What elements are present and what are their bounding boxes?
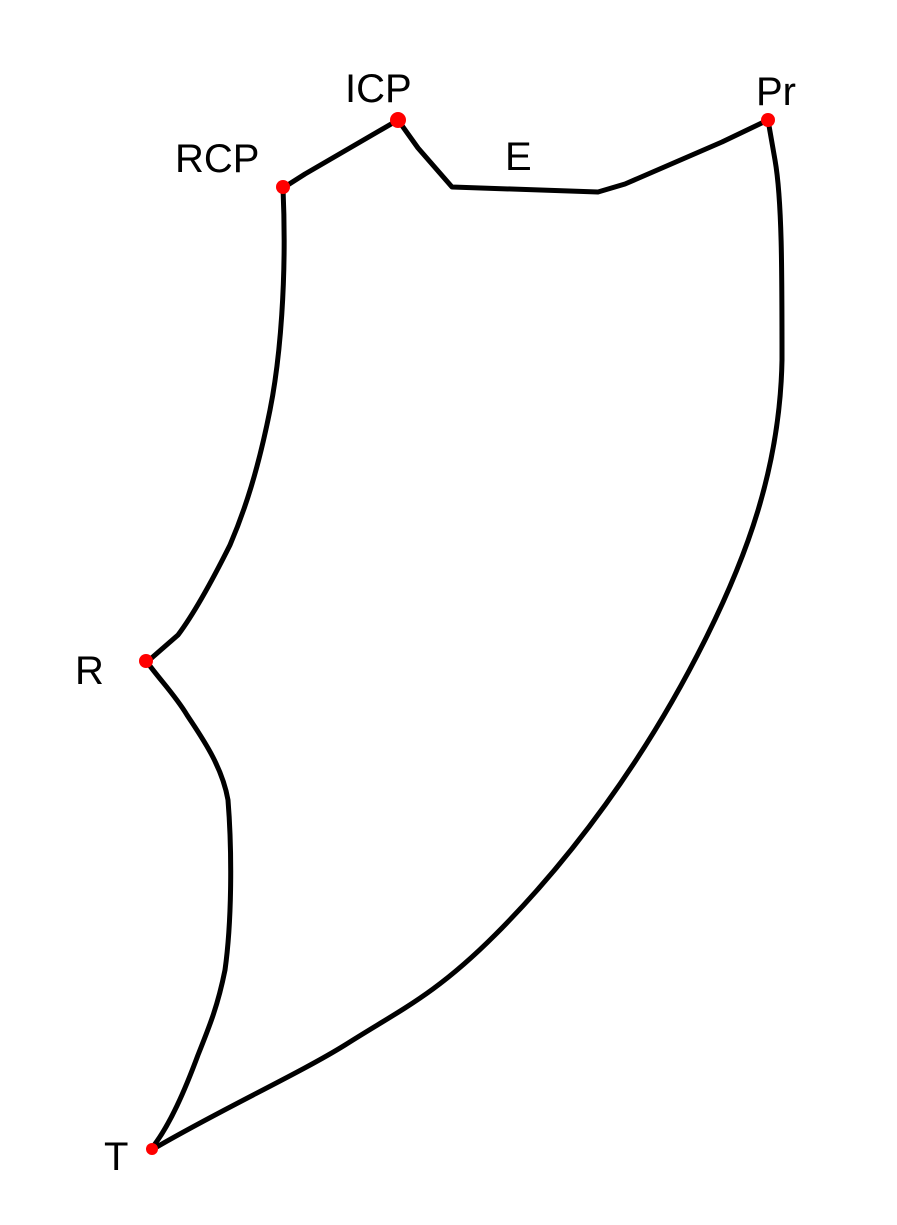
t-label: T bbox=[104, 1135, 128, 1179]
left-upper-edge bbox=[144, 185, 287, 665]
pr-label: Pr bbox=[756, 70, 796, 114]
pr-point-marker bbox=[761, 113, 775, 127]
t-point-marker bbox=[146, 1143, 158, 1155]
right-edge bbox=[152, 117, 785, 1151]
r-label: R bbox=[75, 649, 104, 693]
icp-label: ICP bbox=[345, 67, 412, 111]
rcp-point-marker bbox=[276, 180, 290, 194]
e-label: E bbox=[505, 135, 532, 179]
rcp-label: RCP bbox=[175, 137, 259, 181]
top-edge bbox=[280, 117, 771, 195]
icp-point-marker bbox=[390, 112, 406, 128]
r-point-marker bbox=[139, 654, 153, 668]
left-lower-edge bbox=[144, 659, 234, 1151]
